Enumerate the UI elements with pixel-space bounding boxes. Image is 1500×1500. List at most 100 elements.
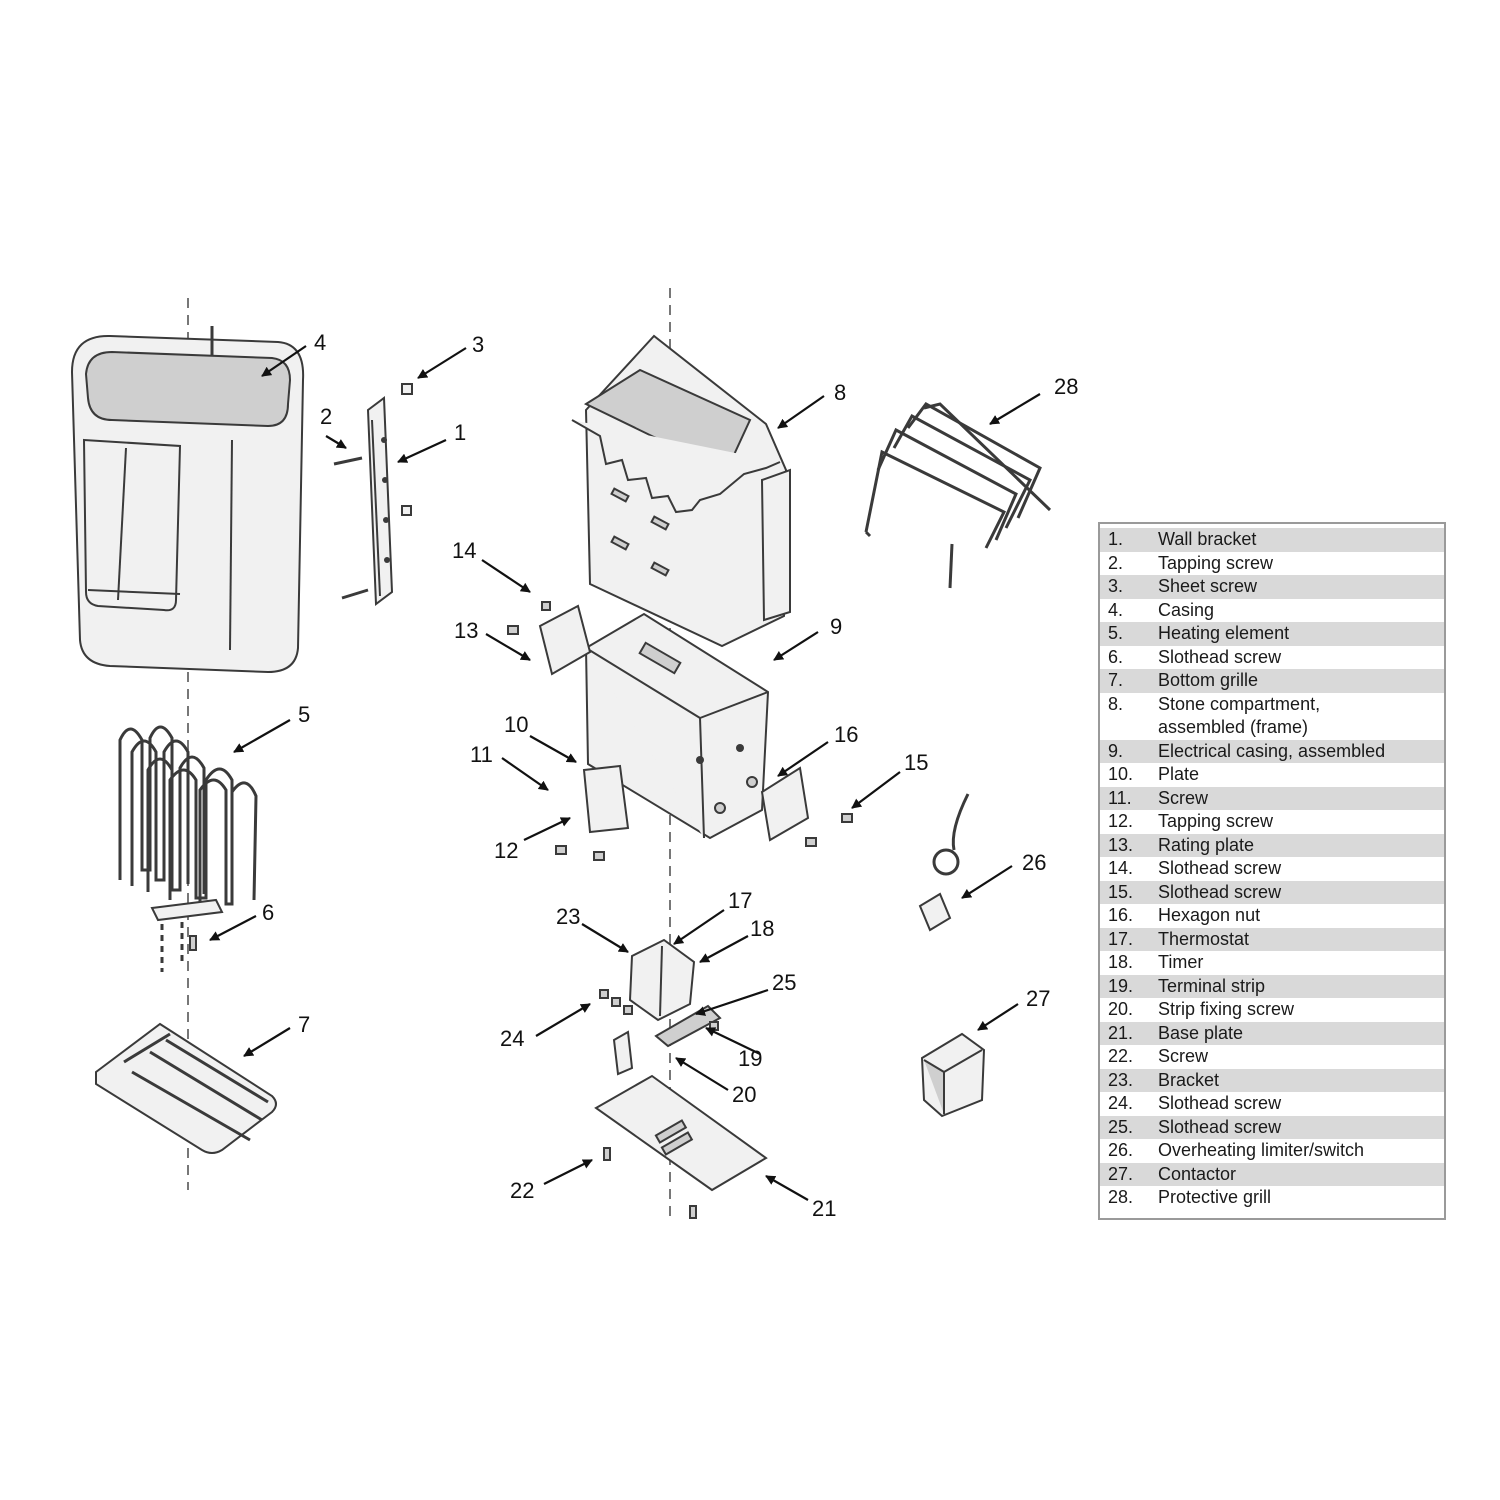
legend-row: 11. Screw xyxy=(1100,786,1444,810)
base-plate-part xyxy=(594,1074,768,1219)
legend-row: 23.Bracket xyxy=(1100,1068,1444,1092)
callout-19: 19 xyxy=(738,1046,762,1071)
legend-row: 5.Heating element xyxy=(1100,622,1444,646)
legend-number: 7. xyxy=(1108,670,1124,690)
legend-row: 21.Base plate xyxy=(1100,1021,1444,1045)
callout-14: 14 xyxy=(452,538,476,563)
legend-label: Rating plate xyxy=(1158,834,1255,855)
legend-number: 2. xyxy=(1108,552,1124,573)
legend-number: 16. xyxy=(1108,905,1134,925)
legend-number: 25. xyxy=(1108,1116,1134,1137)
legend-row: 22. Screw xyxy=(1100,1045,1444,1069)
legend-number: 11. xyxy=(1108,787,1132,808)
legend-number: 3. xyxy=(1108,576,1124,596)
plate-part xyxy=(582,764,630,834)
legend-label: Terminal strip xyxy=(1158,975,1266,996)
legend-number: 19. xyxy=(1108,975,1134,996)
legend-label: Wall bracket xyxy=(1158,529,1257,549)
protective-grill-part xyxy=(864,402,1052,589)
callout-21: 21 xyxy=(812,1196,836,1221)
legend-label: Bottom grille xyxy=(1158,670,1259,690)
legend-number: 6. xyxy=(1108,646,1124,667)
legend-row: 24. Slothead screw xyxy=(1100,1092,1444,1116)
legend-row: 8.Stone compartment, assembled (frame) xyxy=(1100,693,1444,740)
legend-label: Screw xyxy=(1158,1046,1209,1066)
callout-10: 10 xyxy=(504,712,528,737)
legend-label: Slothead screw xyxy=(1158,881,1282,902)
legend-label: Slothead screw xyxy=(1158,646,1282,667)
overheating-limiter-part xyxy=(918,793,970,932)
legend-number: 12. xyxy=(1108,811,1134,831)
legend-number: 27. xyxy=(1108,1163,1134,1184)
legend-label: Sheet screw xyxy=(1158,576,1258,596)
legend-row: 12. Tapping screw xyxy=(1100,810,1444,834)
heating-element-part xyxy=(118,725,258,972)
legend-label: Stone compartment, assembled (frame) xyxy=(1158,693,1321,738)
legend-number: 9. xyxy=(1108,740,1124,761)
callout-11: 11 xyxy=(470,742,493,767)
tapping-screw-part xyxy=(333,456,369,600)
legend-row: 17. Thermostat xyxy=(1100,927,1444,951)
slothead-screw-part xyxy=(189,935,197,951)
callout-13: 13 xyxy=(454,618,478,643)
callout-5: 5 xyxy=(298,702,310,727)
legend-number: 26. xyxy=(1108,1140,1134,1160)
legend-label: Heating element xyxy=(1158,623,1290,643)
electrical-casing-part xyxy=(584,612,770,840)
sheet-screw-part xyxy=(401,383,413,516)
callout-17: 17 xyxy=(728,888,752,913)
control-bracket-part xyxy=(628,938,696,1022)
legend-label: Plate xyxy=(1158,764,1200,784)
legend-row: 18.Timer xyxy=(1100,951,1444,975)
casing-part xyxy=(70,326,305,674)
rating-plate-part xyxy=(538,604,592,676)
legend-label: Bracket xyxy=(1158,1069,1220,1090)
callout-16: 16 xyxy=(834,722,858,747)
legend-label: Slothead screw xyxy=(1158,1116,1282,1137)
legend-label: Contactor xyxy=(1158,1163,1237,1184)
legend-row: 7. Bottom grille xyxy=(1100,669,1444,693)
callout-4: 4 xyxy=(314,330,326,355)
legend-number: 17. xyxy=(1108,928,1134,949)
legend-row: 3. Sheet screw xyxy=(1100,575,1444,599)
callout-23: 23 xyxy=(556,904,580,929)
legend-number: 22. xyxy=(1108,1046,1134,1066)
callout-22: 22 xyxy=(510,1178,534,1203)
callout-2: 2 xyxy=(320,404,332,429)
legend-label: Slothead screw xyxy=(1158,1093,1282,1113)
legend-row: 19. Terminal strip xyxy=(1100,974,1444,998)
legend-number: 28. xyxy=(1108,1187,1134,1207)
legend-row: 28. Protective grill xyxy=(1100,1186,1444,1210)
callout-9: 9 xyxy=(830,614,842,639)
legend-number: 4. xyxy=(1108,599,1124,620)
legend-number: 1. xyxy=(1108,529,1124,549)
legend-label: Tapping screw xyxy=(1158,811,1274,831)
callout-18: 18 xyxy=(750,916,774,941)
legend-row: 15.Slothead screw xyxy=(1100,880,1444,904)
legend-row: 16. Hexagon nut xyxy=(1100,904,1444,928)
callout-3: 3 xyxy=(472,332,484,357)
legend-row: 26. Overheating limiter/switch xyxy=(1100,1139,1444,1163)
callout-28: 28 xyxy=(1054,374,1078,399)
legend-number: 24. xyxy=(1108,1093,1134,1113)
legend-label: Strip fixing screw xyxy=(1158,999,1295,1019)
legend-number: 10. xyxy=(1108,764,1134,784)
legend-label: Base plate xyxy=(1158,1022,1244,1043)
legend-label: Casing xyxy=(1158,599,1215,620)
legend-label: Protective grill xyxy=(1158,1187,1272,1207)
callout-25: 25 xyxy=(772,970,796,995)
legend-row: 10. Plate xyxy=(1100,763,1444,787)
legend-label: Slothead screw xyxy=(1158,858,1282,878)
legend-label: Overheating limiter/switch xyxy=(1158,1140,1365,1160)
legend-label: Thermostat xyxy=(1158,928,1250,949)
legend-row: 20.Strip fixing screw xyxy=(1100,998,1444,1022)
legend-label: Screw xyxy=(1158,787,1209,808)
callout-27: 27 xyxy=(1026,986,1050,1011)
screws-part xyxy=(507,601,853,861)
callout-20: 20 xyxy=(732,1082,756,1107)
legend-label: Hexagon nut xyxy=(1158,905,1261,925)
callout-24: 24 xyxy=(500,1026,524,1051)
side-plate-part xyxy=(760,766,810,842)
legend-number: 18. xyxy=(1108,952,1134,972)
